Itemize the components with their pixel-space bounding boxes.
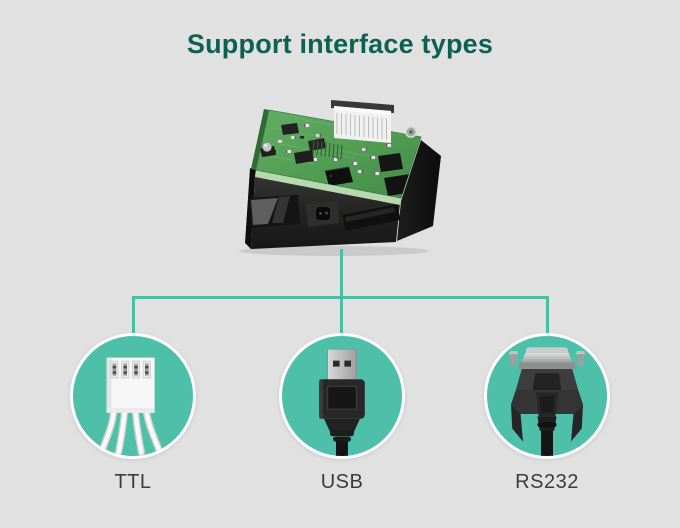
- usb-a-plug-icon: [319, 348, 365, 456]
- rs232-db9-connector-icon: [509, 347, 585, 456]
- usb-label: USB: [320, 471, 364, 493]
- scanner-module-image: [239, 100, 441, 256]
- connector-line-branch-ttl: [132, 296, 135, 334]
- rs232-circle-badge: [484, 333, 610, 459]
- connector-line-branch-usb: [340, 296, 343, 334]
- usb-circle-badge: [279, 333, 405, 459]
- connector-line-branch-rs232: [546, 296, 549, 334]
- page-title: Support interface types: [186, 29, 494, 59]
- ttl-4pin-connector-icon: [98, 357, 163, 456]
- rs232-label: RS232: [515, 471, 579, 493]
- interface-card-rs232: RS232: [477, 333, 617, 494]
- interface-card-usb: USB: [272, 333, 412, 494]
- interface-card-ttl: TTL: [63, 333, 203, 494]
- ttl-circle-badge: [70, 333, 196, 459]
- ttl-label: TTL: [114, 471, 152, 493]
- connector-line-stem: [340, 249, 343, 299]
